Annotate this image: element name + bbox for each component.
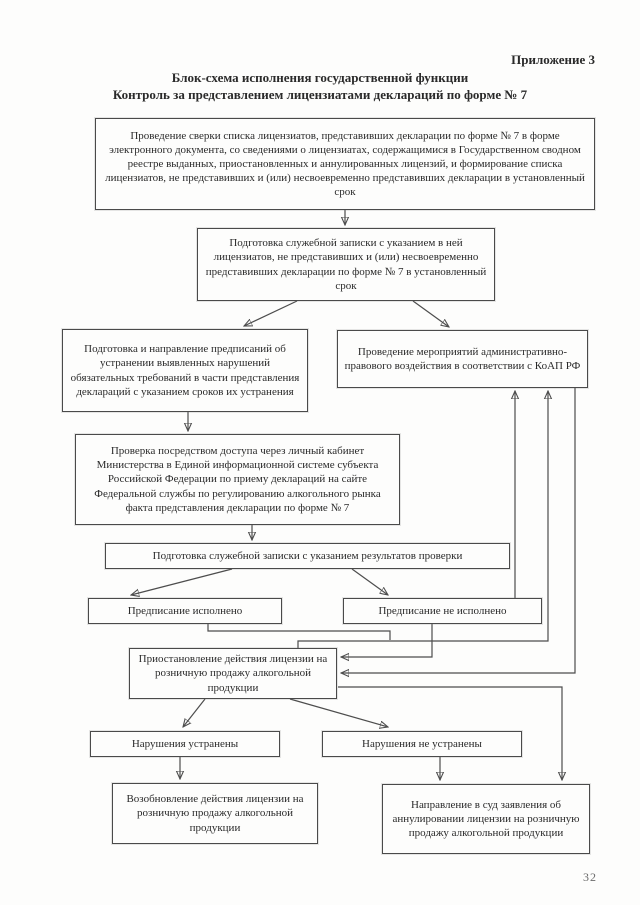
flow-node-memo-licensees: Подготовка служебной записки с указанием…	[197, 228, 495, 301]
flow-node-memo-results: Подготовка служебной записки с указанием…	[105, 543, 510, 569]
connector-fulfilled-stub	[207, 624, 391, 640]
page-number: 32	[583, 870, 597, 884]
flow-node-license-renewal: Возобновление действия лицензии на розни…	[112, 783, 318, 844]
page-subtitle: Контроль за представлением лицензиатами …	[112, 87, 528, 102]
connector-koap-to-suspension	[341, 388, 576, 673]
connector-suspension-to-violations-fixed	[183, 698, 206, 727]
flow-node-prescription-not-fulfilled: Предписание не исполнено	[343, 598, 542, 624]
flow-node-verification: Проведение сверки списка лицензиатов, пр…	[95, 118, 595, 210]
connector-suspension-to-koap	[297, 391, 548, 648]
connector-not-fulfilled-to-suspension	[341, 624, 433, 657]
flow-node-license-suspension: Приостановление действия лицензии на роз…	[129, 648, 337, 699]
appendix-label: Приложение 3	[511, 52, 595, 67]
flow-node-prescriptions: Подготовка и направление предписаний об …	[62, 329, 308, 412]
connector-suspension-to-court	[338, 686, 562, 780]
flow-node-prescription-fulfilled: Предписание исполнено	[88, 598, 282, 624]
connector-memo-to-prescriptions	[244, 300, 298, 326]
page-title: Блок-схема исполнения государственной фу…	[171, 70, 469, 85]
flow-node-cabinet-check: Проверка посредством доступа через личны…	[75, 434, 400, 525]
connector-memo-results-to-fulfilled	[131, 568, 233, 595]
connector-memo-results-to-not-fulfilled	[351, 568, 388, 595]
flow-node-violations-fixed: Нарушения устранены	[90, 731, 280, 757]
flow-node-court-application: Направление в суд заявления об аннулиров…	[382, 784, 590, 854]
flow-node-violations-not-fixed: Нарушения не устранены	[322, 731, 522, 757]
connector-suspension-to-violations-not-fixed	[289, 698, 388, 727]
flow-node-koap-measures: Проведение мероприятий административно-п…	[337, 330, 588, 388]
connector-memo-to-koap	[412, 300, 449, 327]
